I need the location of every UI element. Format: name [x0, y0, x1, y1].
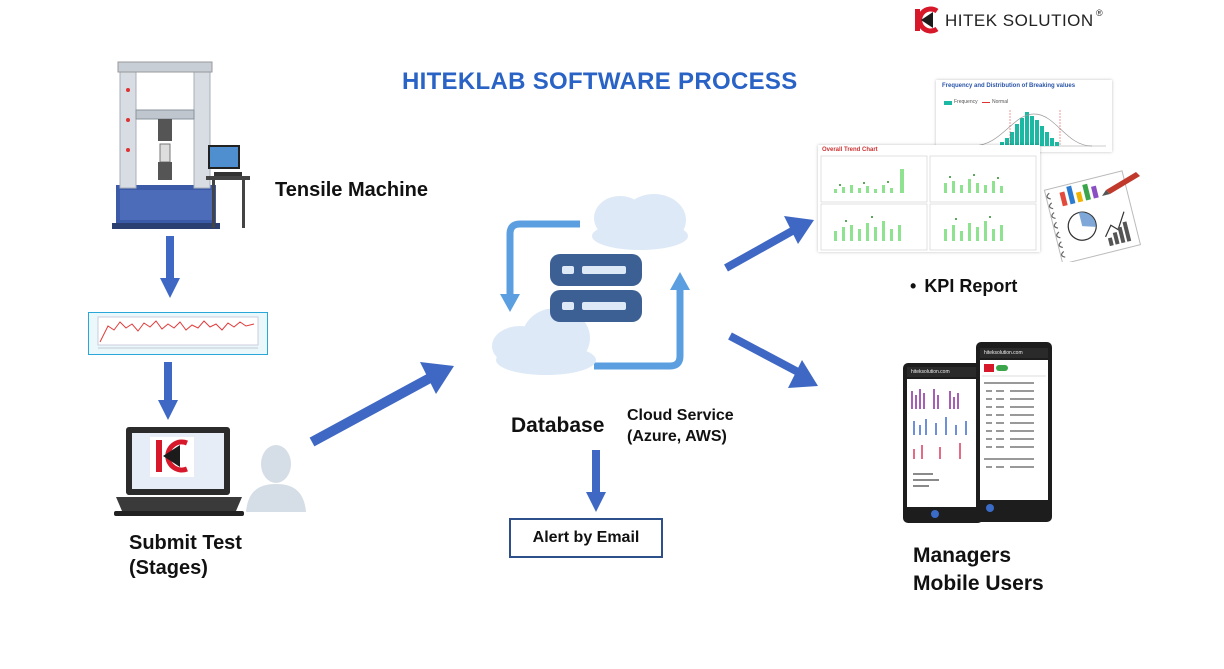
- histogram-chart: [956, 110, 1106, 147]
- phone-front: hiteksolution.com: [976, 342, 1052, 522]
- kpi-report-text: KPI Report: [924, 276, 1018, 296]
- brand-name: HITEK SOLUTION: [945, 11, 1094, 30]
- dashboard-panels: [820, 155, 1037, 251]
- database-cloud-cluster: [492, 194, 690, 375]
- cloud-service-label: Cloud Service (Azure, AWS): [627, 406, 734, 448]
- brand-logo: HITEK SOLUTION ®: [911, 6, 1111, 36]
- tensile-machine-label: Tensile Machine: [275, 179, 429, 201]
- phone-front-screen: [982, 364, 1046, 468]
- brand-registered-mark: ®: [1096, 8, 1103, 18]
- histogram-title: Frequency and Distribution of Breaking v…: [942, 83, 1076, 89]
- managers-line2: Mobile Users: [913, 572, 1044, 596]
- dashboard-title: Overall Trend Chart: [822, 147, 878, 153]
- arrow-user-to-database: [309, 362, 454, 447]
- histogram-legend-frequency: Frequency: [954, 99, 978, 105]
- phone-back: hiteksolution.com: [903, 363, 983, 523]
- submit-test-line1: Submit Test: [129, 532, 242, 554]
- arrow-machine-to-chart: [160, 236, 180, 298]
- database-label: Database: [511, 414, 605, 437]
- alert-by-email-box: Alert by Email: [509, 518, 663, 558]
- cloud-service-line1: Cloud Service: [627, 407, 734, 424]
- submit-test-label: Submit Test (Stages): [129, 531, 242, 581]
- dashboard-report-thumbnail: Overall Trend Chart: [818, 145, 1040, 252]
- page-title: HITEKLAB SOFTWARE PROCESS: [402, 68, 798, 95]
- kpi-bullet: •: [910, 276, 917, 296]
- phone-back-screen: [911, 389, 967, 487]
- histogram-legend-normal: Normal: [992, 99, 1009, 105]
- notebook-chart-illustration: [1043, 170, 1142, 262]
- phone-back-url: hiteksolution.com: [911, 369, 950, 375]
- alert-by-email-label: Alert by Email: [532, 529, 640, 546]
- arrow-database-to-mobile: [728, 332, 818, 388]
- cloud-service-line2: (Azure, AWS): [627, 427, 727, 445]
- managers-line1: Managers: [913, 544, 1012, 567]
- test-curve-chart: [88, 312, 268, 355]
- arrow-database-to-alert: [586, 450, 606, 512]
- laptop-icon: [114, 427, 244, 516]
- hitek-logo-icon: [915, 6, 939, 34]
- submit-test-line2: (Stages): [129, 557, 208, 579]
- user-icon: [246, 445, 306, 512]
- kpi-report-label: • KPI Report: [910, 275, 1017, 298]
- managers-label: Managers Mobile Users: [913, 542, 1044, 599]
- tensile-machine-image: [112, 61, 250, 229]
- histogram-report-thumbnail: Frequency and Distribution of Breaking v…: [936, 80, 1112, 152]
- arrow-chart-to-laptop: [158, 362, 178, 420]
- arrow-database-to-kpi: [724, 216, 814, 272]
- phone-front-url: hiteksolution.com: [984, 350, 1023, 356]
